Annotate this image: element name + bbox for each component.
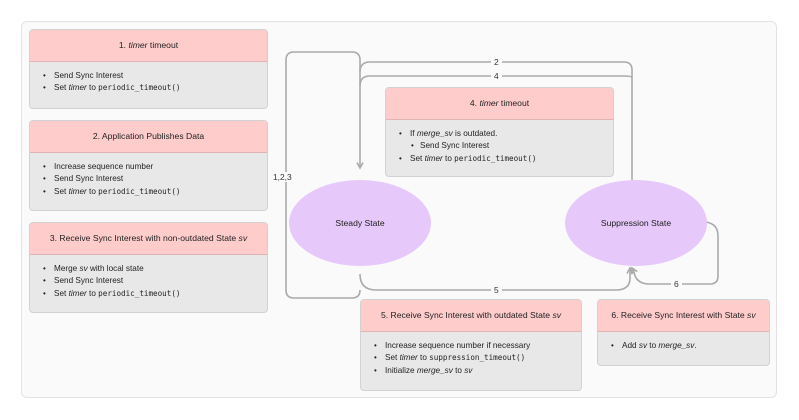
box-5-title: 5. Receive Sync Interest with outdated S… bbox=[361, 300, 581, 332]
box-2-title: 2. Application Publishes Data bbox=[30, 121, 267, 153]
transition-box-1: 1. timer timeout Send Sync Interest Set … bbox=[29, 29, 268, 109]
edge-5 bbox=[359, 268, 630, 291]
transition-box-6: 6. Receive Sync Interest with State sv A… bbox=[597, 299, 770, 366]
box-5-item: Increase sequence number if necessary bbox=[374, 340, 569, 353]
edge-label-2: 2 bbox=[491, 57, 502, 67]
box-3-item: Merge sv with local state bbox=[43, 263, 255, 276]
box-4-title: 4. timer timeout bbox=[386, 88, 613, 120]
box-6-title: 6. Receive Sync Interest with State sv bbox=[598, 300, 769, 332]
box-3-item: Send Sync Interest bbox=[43, 275, 255, 288]
suppression-state-label: Suppression State bbox=[600, 218, 672, 228]
box-1-item: Send Sync Interest bbox=[43, 70, 255, 83]
box-4-item: If merge_sv is outdated. bbox=[399, 128, 601, 141]
box-2-item: Send Sync Interest bbox=[43, 173, 255, 186]
box-2-item: Set timer to periodic_timeout() bbox=[43, 186, 255, 199]
edge-steady-self-loop bbox=[285, 51, 360, 299]
suppression-state-node: Suppression State bbox=[565, 180, 707, 266]
transition-box-3: 3. Receive Sync Interest with non-outdat… bbox=[29, 222, 268, 313]
box-1-title: 1. timer timeout bbox=[30, 30, 267, 62]
steady-state-node: Steady State bbox=[289, 180, 431, 266]
edge-2 bbox=[359, 61, 633, 180]
steady-state-label: Steady State bbox=[335, 218, 385, 228]
box-1-item: Set timer to periodic_timeout() bbox=[43, 82, 255, 95]
transition-box-2: 2. Application Publishes Data Increase s… bbox=[29, 120, 268, 211]
box-6-item: Add sv to merge_sv. bbox=[611, 340, 757, 353]
edge-label-6: 6 bbox=[671, 279, 682, 289]
box-4-item: Set timer to periodic_timeout() bbox=[399, 153, 601, 166]
transition-box-5: 5. Receive Sync Interest with outdated S… bbox=[360, 299, 582, 391]
box-5-item: Set timer to suppression_timeout() bbox=[374, 352, 569, 365]
edge-label-4: 4 bbox=[491, 71, 502, 81]
transition-box-4: 4. timer timeout If merge_sv is outdated… bbox=[385, 87, 614, 177]
edge-label-5: 5 bbox=[491, 285, 502, 295]
box-3-title: 3. Receive Sync Interest with non-outdat… bbox=[30, 223, 267, 255]
box-3-item: Set timer to periodic_timeout() bbox=[43, 288, 255, 301]
edge-6 bbox=[632, 221, 719, 285]
edge-label-123: 1,2,3 bbox=[270, 172, 295, 182]
box-2-item: Increase sequence number bbox=[43, 161, 255, 174]
box-4-subitem: Send Sync Interest bbox=[408, 140, 601, 153]
box-5-item: Initialize merge_sv to sv bbox=[374, 365, 569, 378]
